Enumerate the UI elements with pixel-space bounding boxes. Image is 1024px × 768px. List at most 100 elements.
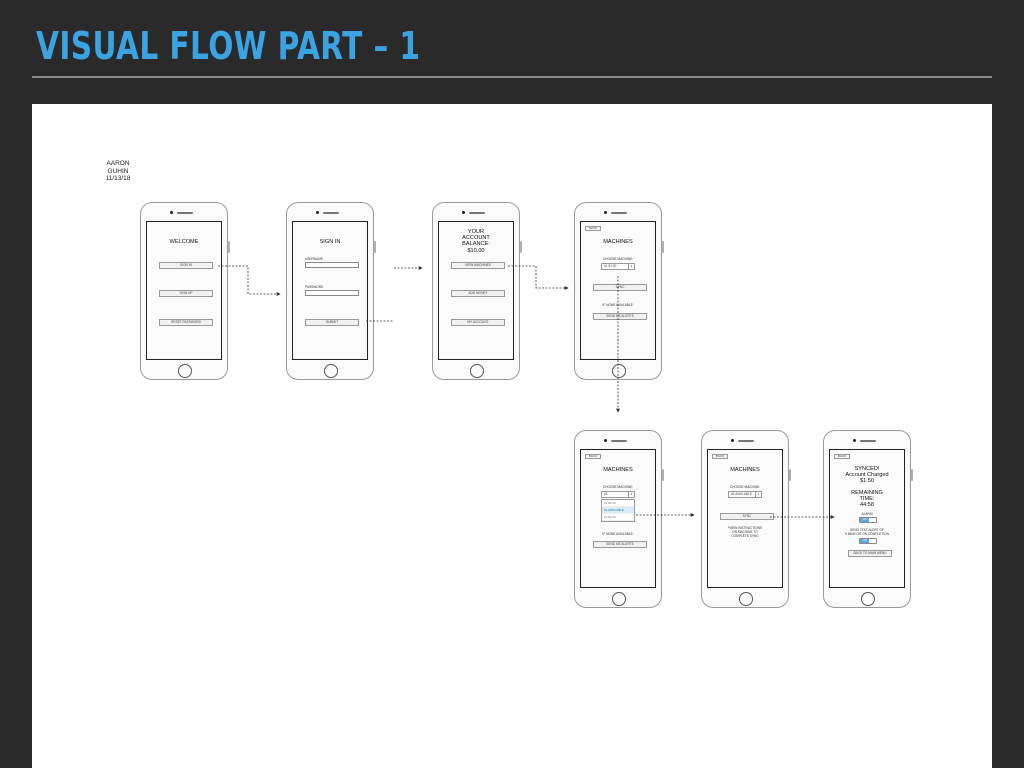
screen-title: MACHINES: [730, 467, 760, 473]
password-label: PASSWORD: [305, 285, 324, 289]
toggle-on-label: ON: [860, 539, 869, 543]
choose-machine-label: CHOOSE MACHINE:: [729, 485, 761, 489]
dropdown-option[interactable]: #1 $1.50: [602, 500, 634, 507]
speaker-icon: [860, 440, 876, 442]
sign-in-button[interactable]: SIGN IN: [159, 262, 213, 269]
add-money-button[interactable]: ADD MONEY: [451, 290, 505, 297]
screen-title: MACHINES: [603, 467, 633, 473]
back-button[interactable]: BACK: [585, 226, 601, 231]
machine-dropdown-list: #1 $1.50 #2 AVAILABLE #3 $1.50: [601, 499, 635, 522]
screen-title: SIGN IN: [319, 239, 341, 245]
submit-button[interactable]: SUBMIT: [305, 319, 359, 326]
reset-password-button[interactable]: RESET PASSWORD: [159, 319, 213, 326]
author-note: AARON GUHIN 11/13/18: [100, 160, 136, 183]
speaker-icon: [469, 212, 485, 214]
machine-select[interactable]: #1 ▾: [601, 491, 635, 498]
instruction-line: ON MACHINE TO: [732, 529, 758, 534]
synced-title: SYNCED! Account Charged $1.50: [830, 466, 904, 485]
alarm-toggle[interactable]: ON: [859, 517, 877, 523]
phone-side-button: [911, 469, 913, 481]
home-button-icon: [324, 364, 338, 378]
sync-button[interactable]: SYNC: [593, 284, 647, 291]
screen-welcome: WELCOME SIGN IN SIGN UP RESET PASSWORD: [146, 221, 222, 360]
camera-icon: [462, 211, 465, 214]
text-alert-toggle[interactable]: ON: [859, 538, 877, 544]
screen-machines: BACK MACHINES CHOOSE MACHINE: #1 $1.50 ▾…: [580, 221, 656, 360]
phone-machines-selected: BACK MACHINES CHOOSE MACHINE: #2 AVAILAB…: [701, 430, 791, 608]
chevron-down-icon: ▾: [755, 492, 761, 497]
machine-select-value: #2 AVAILABLE: [731, 492, 752, 496]
balance-line: BALANCE:: [462, 241, 490, 248]
phone-side-button: [662, 469, 664, 481]
home-button-icon: [178, 364, 192, 378]
send-alerts-button[interactable]: SEND ME ALERTS: [593, 541, 647, 548]
send-alerts-button[interactable]: SEND ME ALERTS: [593, 313, 647, 320]
balance-title: YOUR ACCOUNT BALANCE: $10.00: [439, 229, 513, 254]
password-input[interactable]: [305, 290, 359, 296]
slide-title: VISUAL FLOW PART – 1: [36, 24, 421, 68]
speaker-icon: [611, 440, 627, 442]
remaining-time: REMAINING TIME: 44:58: [830, 490, 904, 509]
screen-sign-in: SIGN IN USERNAME PASSWORD SUBMIT: [292, 221, 368, 360]
phone-side-button: [520, 241, 522, 253]
toggle-on-label: ON: [860, 518, 869, 522]
synced-line: Account Charged: [845, 472, 889, 479]
screen-machines-dropdown: BACK MACHINES CHOOSE MACHINE: #1 ▾ #1 $1…: [580, 449, 656, 588]
balance-line: ACCOUNT: [462, 235, 490, 242]
synced-line: SYNCED!: [854, 466, 880, 472]
balance-line: YOUR: [467, 229, 485, 235]
choose-machine-label: CHOOSE MACHINE:: [602, 485, 634, 489]
alarm-label: ALARM: [861, 512, 873, 516]
camera-icon: [604, 439, 607, 442]
dropdown-option-highlighted[interactable]: #2 AVAILABLE: [602, 507, 634, 514]
none-available-label: IF NONE AVAILABLE:: [602, 303, 634, 307]
screen-account: YOUR ACCOUNT BALANCE: $10.00 VIEW MACHIN…: [438, 221, 514, 360]
speaker-icon: [177, 212, 193, 214]
phone-synced: BACK SYNCED! Account Charged $1.50 REMAI…: [823, 430, 913, 608]
camera-icon: [731, 439, 734, 442]
camera-icon: [170, 211, 173, 214]
instruction-line: COMPLETE SYNC: [731, 533, 759, 538]
phone-side-button: [789, 469, 791, 481]
instruction-line: *VIEW INSTRUCTIONS: [727, 526, 763, 530]
remaining-line: TIME:: [859, 496, 875, 503]
dropdown-option[interactable]: #3 $1.50: [602, 514, 634, 521]
back-to-main-menu-button[interactable]: BACK TO MAIN MENU: [848, 550, 892, 557]
home-button-icon: [739, 592, 753, 606]
phone-welcome: WELCOME SIGN IN SIGN UP RESET PASSWORD: [140, 202, 230, 380]
back-button[interactable]: BACK: [712, 454, 728, 459]
camera-icon: [316, 211, 319, 214]
chevron-down-icon: ▾: [628, 264, 634, 269]
author-line: GUHIN: [107, 167, 129, 175]
camera-icon: [604, 211, 607, 214]
text-alert-label: SEND TEXT ALERT OF 5 MINS OR ON COMPLETI…: [830, 528, 904, 537]
my-account-button[interactable]: MY ACCOUNT: [451, 319, 505, 326]
machine-select[interactable]: #1 $1.50 ▾: [601, 263, 635, 270]
remaining-line: REMAINING: [851, 490, 883, 496]
author-line: AARON: [106, 160, 130, 167]
sync-button[interactable]: SYNC: [720, 513, 774, 520]
phone-machines: BACK MACHINES CHOOSE MACHINE: #1 $1.50 ▾…: [574, 202, 664, 380]
choose-machine-label: CHOOSE MACHINE:: [602, 257, 634, 261]
screen-machines-selected: BACK MACHINES CHOOSE MACHINE: #2 AVAILAB…: [707, 449, 783, 588]
screen-synced: BACK SYNCED! Account Charged $1.50 REMAI…: [829, 449, 905, 588]
view-machines-button[interactable]: VIEW MACHINES: [451, 262, 505, 269]
phone-side-button: [662, 241, 664, 253]
balance-amount: $10.00: [467, 247, 485, 254]
phone-machines-dropdown: BACK MACHINES CHOOSE MACHINE: #1 ▾ #1 $1…: [574, 430, 664, 608]
sign-up-button[interactable]: SIGN UP: [159, 290, 213, 297]
back-button[interactable]: BACK: [585, 454, 601, 459]
home-button-icon: [612, 364, 626, 378]
home-button-icon: [861, 592, 875, 606]
chevron-down-icon: ▾: [628, 492, 634, 497]
none-available-label: IF NONE AVAILABLE:: [602, 532, 634, 536]
sync-instructions: *VIEW INSTRUCTIONS ON MACHINE TO COMPLET…: [708, 526, 782, 538]
username-input[interactable]: [305, 262, 359, 268]
author-line: 11/13/18: [105, 175, 131, 182]
back-button[interactable]: BACK: [834, 454, 850, 459]
title-divider: [32, 76, 992, 78]
text-alert-line: 5 MINS OR ON COMPLETION: [845, 531, 889, 536]
machine-select[interactable]: #2 AVAILABLE ▾: [728, 491, 762, 498]
charge-amount: $1.50: [860, 478, 874, 485]
speaker-icon: [323, 212, 339, 214]
